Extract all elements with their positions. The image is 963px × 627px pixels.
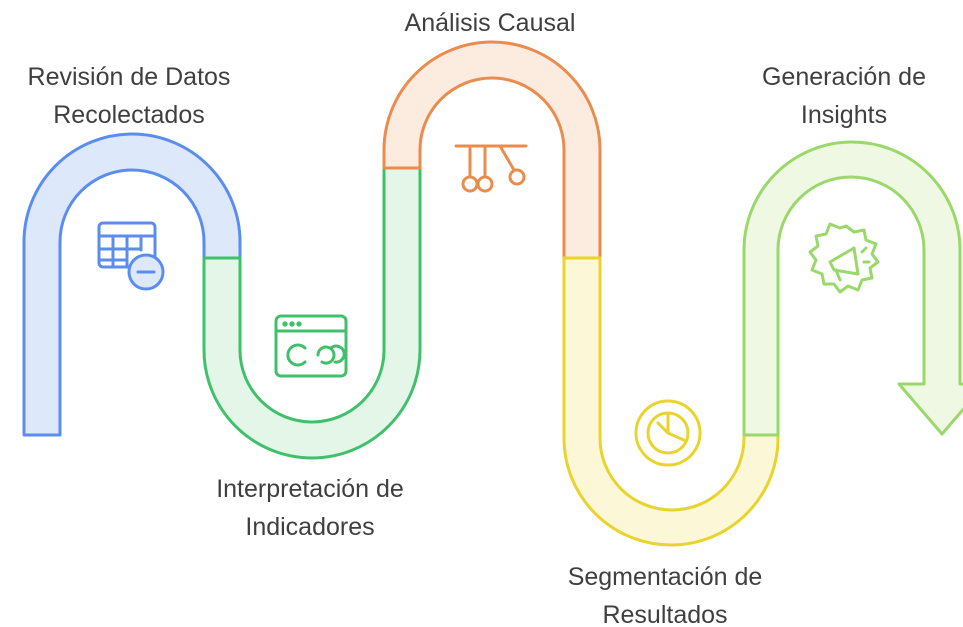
segment-interpretacion bbox=[202, 166, 422, 460]
hierarchy-icon bbox=[454, 144, 528, 193]
segment-analisis bbox=[382, 40, 602, 260]
step-label-analisis: Análisis Causal bbox=[370, 4, 610, 42]
step-title-line: Segmentación de bbox=[567, 563, 763, 591]
step-title-line: Análisis Causal bbox=[404, 9, 576, 37]
pie-chart-icon bbox=[634, 399, 702, 467]
step-title-line: Generación de bbox=[761, 63, 926, 91]
step-title-line: Insights bbox=[800, 101, 888, 129]
step-title-line: Indicadores bbox=[245, 513, 375, 541]
step-label-segmentacion: Segmentación de Resultados bbox=[530, 558, 800, 627]
gear-megaphone-icon bbox=[808, 222, 880, 294]
step-label-interpretacion: Interpretación de Indicadores bbox=[180, 470, 440, 546]
step-title-line: Recolectados bbox=[53, 101, 205, 129]
step-title-line: Interpretación de bbox=[216, 475, 404, 503]
dashboard-window-icon bbox=[274, 314, 348, 378]
table-minus-icon bbox=[97, 221, 165, 291]
step-label-generacion: Generación de Insights bbox=[730, 58, 958, 134]
step-title-line: Resultados bbox=[602, 601, 728, 627]
segment-segmentacion bbox=[562, 256, 780, 547]
segment-generacion bbox=[742, 140, 963, 437]
segment-revision bbox=[22, 132, 242, 437]
step-label-revision: Revisión de Datos Recolectados bbox=[0, 58, 258, 134]
step-title-line: Revisión de Datos bbox=[27, 63, 231, 91]
